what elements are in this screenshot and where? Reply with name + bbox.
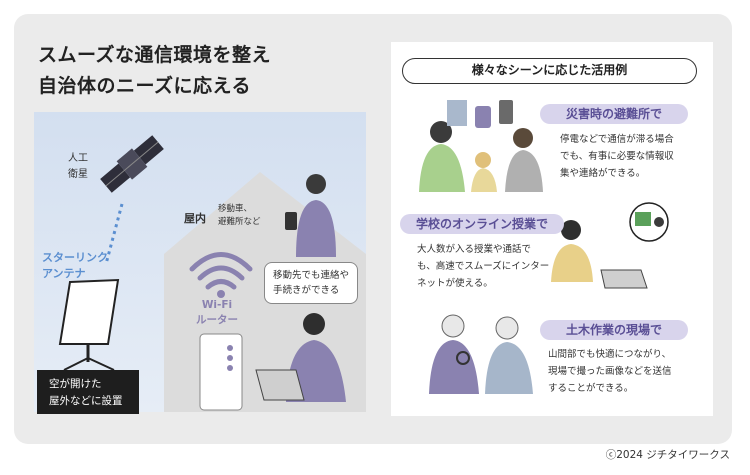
- outdoor-note: 空が開けた 屋外などに設置: [37, 370, 139, 414]
- person-with-laptop-icon: [255, 313, 346, 402]
- section-label-construction: 土木作業の現場で: [540, 320, 688, 340]
- router-light: [227, 345, 233, 351]
- family-with-bag-icon: [419, 100, 543, 192]
- antenna-label: スターリンク アンテナ: [42, 251, 108, 280]
- indoor-examples: 移動車、 避難所など: [218, 204, 261, 227]
- antenna-icon: [58, 278, 120, 371]
- use-cases-title: 様々なシーンに応じた活用例: [402, 58, 697, 84]
- wifi-icon: [189, 252, 253, 290]
- connectivity-scene: 人工 衛星 スターリンク アンテナ 屋内 移動車、 避難所など Wi-Fi ルー…: [34, 112, 366, 412]
- satellite-label: 人工 衛星: [68, 153, 88, 180]
- section-label-shelter: 災害時の避難所で: [540, 104, 688, 124]
- use-case-illustrations: [419, 100, 669, 394]
- person-with-tablet-icon: [285, 174, 336, 257]
- headline: スムーズな通信環境を整え 自治体のニーズに応える: [38, 40, 271, 102]
- copyright: ⓒ2024 ジチタイワークス: [605, 449, 730, 461]
- section-desc-construction: 山間部でも快適につながり、 現場で撮った画像などを送信 することができる。: [548, 349, 672, 394]
- section-label-school: 学校のオンライン授業で: [400, 214, 564, 234]
- construction-workers-icon: [429, 314, 533, 394]
- router-light: [227, 365, 233, 371]
- speech-bubble: 移動先でも連絡や 手続きができる: [264, 262, 359, 304]
- wifi-router-label: Wi-Fi ルーター: [196, 299, 238, 326]
- section-desc-shelter: 停電などで通信が滞る場合 でも、有事に必要な情報収 集や連絡ができる。: [560, 134, 674, 179]
- satellite-icon: [100, 135, 164, 193]
- router-light: [227, 355, 233, 361]
- router-icon: [199, 333, 243, 411]
- headline-line-1: スムーズな通信環境を整え: [38, 44, 272, 66]
- signal-line: [104, 203, 124, 265]
- indoor-label: 屋内: [184, 212, 206, 225]
- online-class-icon: [551, 202, 669, 289]
- headline-line-2: 自治体のニーズに応える: [38, 75, 251, 97]
- section-desc-school: 大人数が入る授業や通話で も、高速でスムーズにインター ネットが使える。: [417, 244, 550, 289]
